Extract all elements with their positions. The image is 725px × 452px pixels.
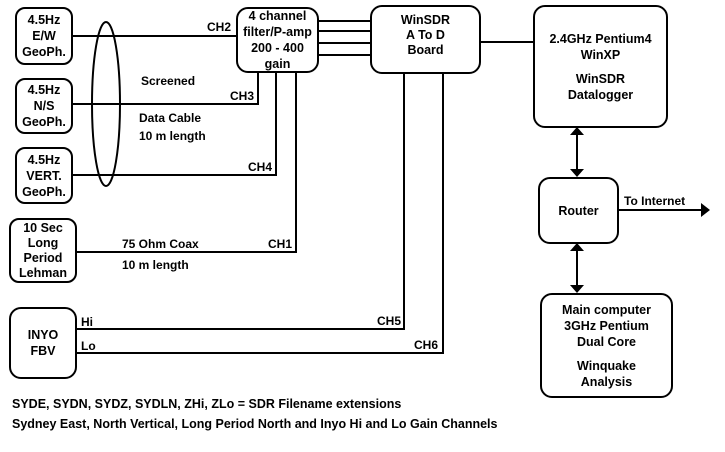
sensor-ew-geophone: 4.5Hz E/W GeoPh. — [15, 7, 73, 65]
filter-line: 200 - 400 — [251, 41, 304, 55]
sensor-line: 4.5Hz — [27, 83, 61, 97]
sensor-line: FBV — [30, 344, 56, 358]
arrow-up-router — [570, 243, 584, 251]
wire-ch3 — [72, 72, 259, 105]
adc-line: A To D — [406, 28, 445, 42]
sensor-line: Lehman — [19, 265, 67, 280]
label-data-cable-length: 10 m length — [139, 129, 206, 143]
sensor-line: GeoPh. — [22, 45, 66, 59]
sensor-vert-geophone: 4.5Hz VERT. GeoPh. — [15, 147, 73, 204]
label-ch2: CH2 — [207, 20, 232, 34]
label-ch4: CH4 — [248, 160, 273, 174]
arrow-up-datalogger — [570, 127, 584, 135]
label-coax: 75 Ohm Coax — [122, 237, 199, 251]
label-screened: Screened — [141, 74, 196, 88]
label-hi: Hi — [81, 315, 93, 329]
main-line: Winquake — [577, 358, 636, 373]
main-line: Main computer — [562, 302, 651, 317]
main-line: 3GHz Pentium — [564, 318, 649, 333]
filter-line: gain — [264, 57, 291, 71]
arrow-right-internet — [701, 203, 710, 217]
label-ch5: CH5 — [377, 314, 402, 328]
sensor-line: INYO — [27, 328, 59, 342]
wire-ch4 — [72, 72, 277, 176]
note-filename-extensions: SYDE, SYDN, SYDZ, SYDLN, ZHi, ZLo = SDR … — [12, 397, 402, 411]
main-computer-box: Main computer 3GHz Pentium Dual Core Win… — [540, 293, 673, 398]
label-coax-length: 10 m length — [122, 258, 189, 272]
wire-ch1 — [76, 72, 297, 253]
label-to-internet: To Internet — [624, 194, 686, 208]
sensor-line: Long — [27, 235, 59, 250]
adc-line: WinSDR — [400, 13, 451, 27]
filter-line: 4 channel — [248, 9, 307, 23]
filter-preamp-box: 4 channel filter/P-amp 200 - 400 gain — [236, 7, 319, 73]
main-line: Analysis — [580, 374, 633, 389]
sensor-line: 10 Sec — [23, 220, 63, 235]
label-ch3: CH3 — [230, 89, 255, 103]
sensor-lehman: 10 Sec Long Period Lehman — [9, 218, 77, 283]
note-channel-descriptions: Sydney East, North Vertical, Long Period… — [12, 417, 498, 431]
datalogger-line: WinSDR — [575, 71, 626, 86]
sensor-line: GeoPh. — [22, 115, 66, 129]
sensor-line: VERT. — [26, 168, 62, 183]
label-data-cable: Data Cable — [139, 111, 202, 125]
label-ch1: CH1 — [268, 237, 293, 251]
datalogger-box: 2.4GHz Pentium4 WinXP WinSDR Datalogger — [533, 5, 668, 128]
arrow-down-main — [570, 285, 584, 293]
sensor-line: GeoPh. — [22, 184, 66, 199]
adc-line: Board — [407, 43, 444, 57]
router-box: Router — [538, 177, 619, 244]
router-label: Router — [558, 203, 599, 218]
sensor-line: Period — [23, 250, 63, 265]
arrow-down-router — [570, 169, 584, 177]
main-line: Dual Core — [576, 334, 637, 349]
sensor-line: E/W — [32, 29, 56, 43]
datalogger-line: WinXP — [580, 47, 621, 62]
wire-ch5 — [76, 73, 405, 330]
screened-cable-ellipse — [91, 21, 121, 187]
sensor-line: 4.5Hz — [27, 13, 61, 27]
filter-line: filter/P-amp — [243, 25, 312, 39]
datalogger-line: 2.4GHz Pentium4 — [549, 31, 652, 46]
label-lo: Lo — [81, 339, 96, 353]
sensor-line: N/S — [33, 99, 55, 113]
label-ch6: CH6 — [414, 338, 439, 352]
sensor-line: 4.5Hz — [27, 152, 61, 167]
datalogger-line: Datalogger — [567, 87, 634, 102]
winsdr-adc-box: WinSDR A To D Board — [370, 5, 481, 74]
wire-ch6 — [76, 73, 444, 354]
sensor-inyo-fbv: INYO FBV — [9, 307, 77, 379]
sensor-ns-geophone: 4.5Hz N/S GeoPh. — [15, 78, 73, 134]
